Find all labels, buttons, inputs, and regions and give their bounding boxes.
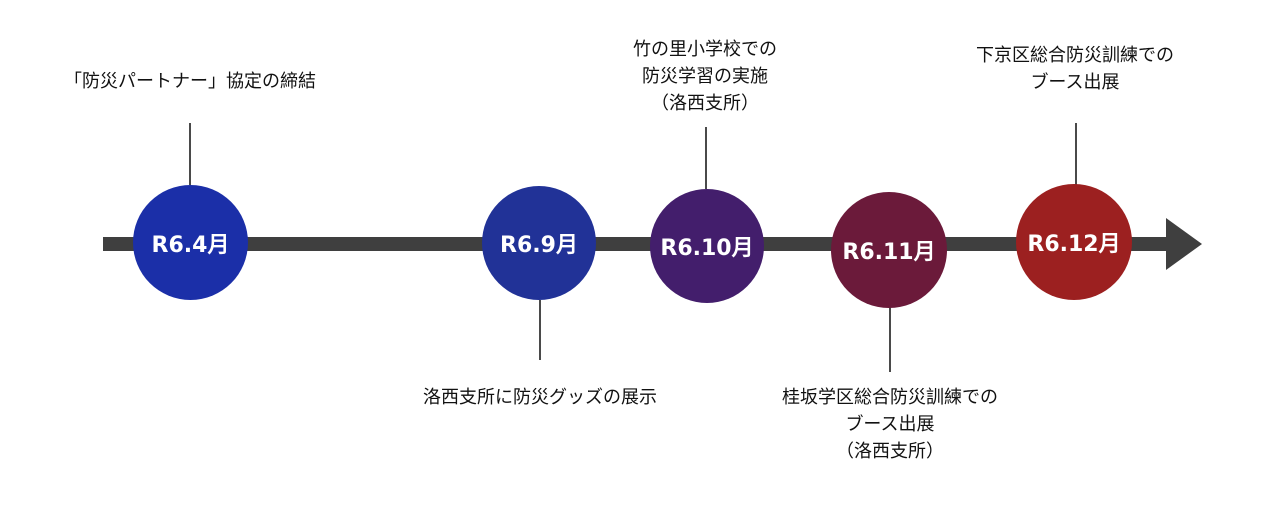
timeline-arrowhead: [1166, 218, 1202, 270]
event-label: 竹の里小学校での 防災学習の実施 （洛西支所）: [633, 39, 777, 114]
event-node-r6-12: R6.12月: [1016, 184, 1132, 300]
event-label: 洛西支所に防災グッズの展示: [423, 387, 657, 408]
event-date: R6.11月: [842, 240, 936, 265]
connector-line: [539, 300, 541, 360]
event-node-r6-9: R6.9月: [482, 186, 596, 300]
connector-line: [189, 123, 191, 185]
event-label: 桂坂学区総合防災訓練での ブース出展 （洛西支所）: [782, 387, 998, 462]
connector-line: [889, 306, 891, 372]
event-node-r6-11: R6.11月: [831, 192, 947, 308]
timeline-axis: [103, 237, 1170, 251]
event-label: 下京区総合防災訓練での ブース出展: [976, 45, 1174, 93]
event-date: R6.9月: [500, 233, 578, 258]
event-node-r6-4: R6.4月: [133, 185, 248, 300]
event-date: R6.12月: [1027, 232, 1121, 257]
connector-line: [1075, 123, 1077, 185]
event-node-r6-10: R6.10月: [650, 189, 764, 303]
event-label: 「防災パートナー」協定の締結: [64, 71, 316, 92]
event-date: R6.10月: [660, 236, 754, 261]
connector-line: [705, 127, 707, 189]
event-date: R6.4月: [151, 232, 230, 258]
